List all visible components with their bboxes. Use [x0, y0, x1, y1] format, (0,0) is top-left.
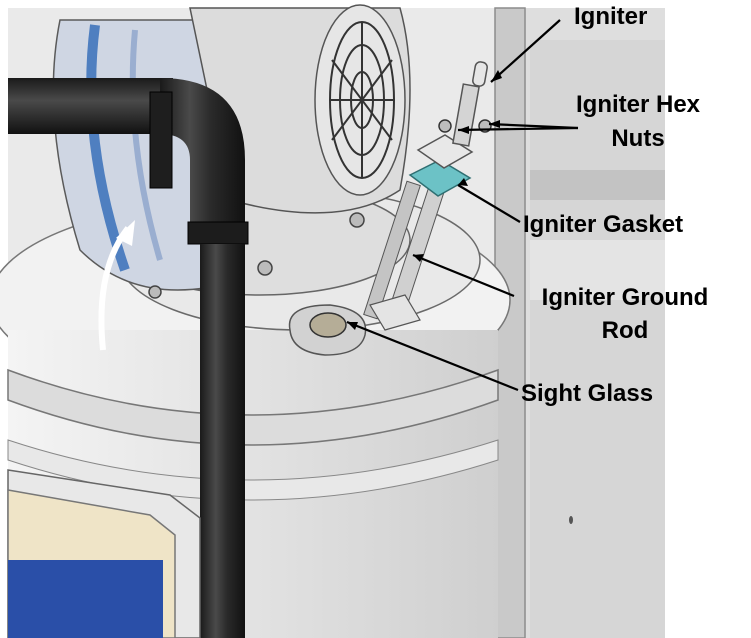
flange-bolt: [148, 285, 162, 299]
cabinet-edge-strip: [494, 7, 526, 638]
label-gasket: Igniter Gasket: [523, 211, 683, 238]
flange-bolt: [349, 212, 365, 228]
cabinet-panel: [530, 40, 665, 638]
label-ground-rod-line1: Igniter Ground: [542, 284, 709, 311]
leader-arrowheads: [347, 70, 502, 330]
control-screen: [8, 560, 163, 638]
leader-ground-rod: [412, 253, 515, 298]
label-igniter: Igniter: [574, 3, 647, 30]
leader-igniter: [490, 19, 561, 83]
flange-bolt: [257, 260, 273, 276]
igniter-ground-bracket: [369, 294, 421, 331]
fan-grille-icon: [329, 21, 395, 179]
label-ground-rod-line2: Rod: [602, 317, 649, 344]
leader-lines: [346, 19, 579, 392]
igniter-gasket: [408, 159, 472, 197]
blower-blue-band: [86, 24, 130, 272]
cabinet-panel-notch: [530, 170, 665, 200]
exhaust-pipe: [8, 78, 249, 638]
label-hex-nuts-line2: Nuts: [611, 125, 664, 152]
igniter-plate: [416, 134, 474, 169]
control-panel: [7, 469, 201, 638]
curved-arrow-head: [116, 220, 135, 246]
leader-gasket: [457, 184, 521, 223]
tank-rim: [7, 368, 499, 446]
igniter-ground-rod: [363, 180, 421, 320]
label-hex-nuts-line1: Igniter Hex: [576, 91, 701, 118]
igniter-assembly: [363, 61, 492, 331]
igniter-hex-nut: [438, 119, 452, 133]
blower-inner-band: [129, 29, 163, 261]
cabinet-hole: [569, 516, 573, 524]
leader-sight-glass: [346, 320, 519, 392]
sight-glass: [288, 304, 367, 356]
label-sight-glass: Sight Glass: [521, 380, 653, 407]
cabinet-panel-notch-2: [530, 240, 665, 300]
leader-hex-nut-2: [457, 126, 579, 132]
igniter-tip: [472, 61, 488, 87]
product-illustration: [0, 4, 665, 638]
